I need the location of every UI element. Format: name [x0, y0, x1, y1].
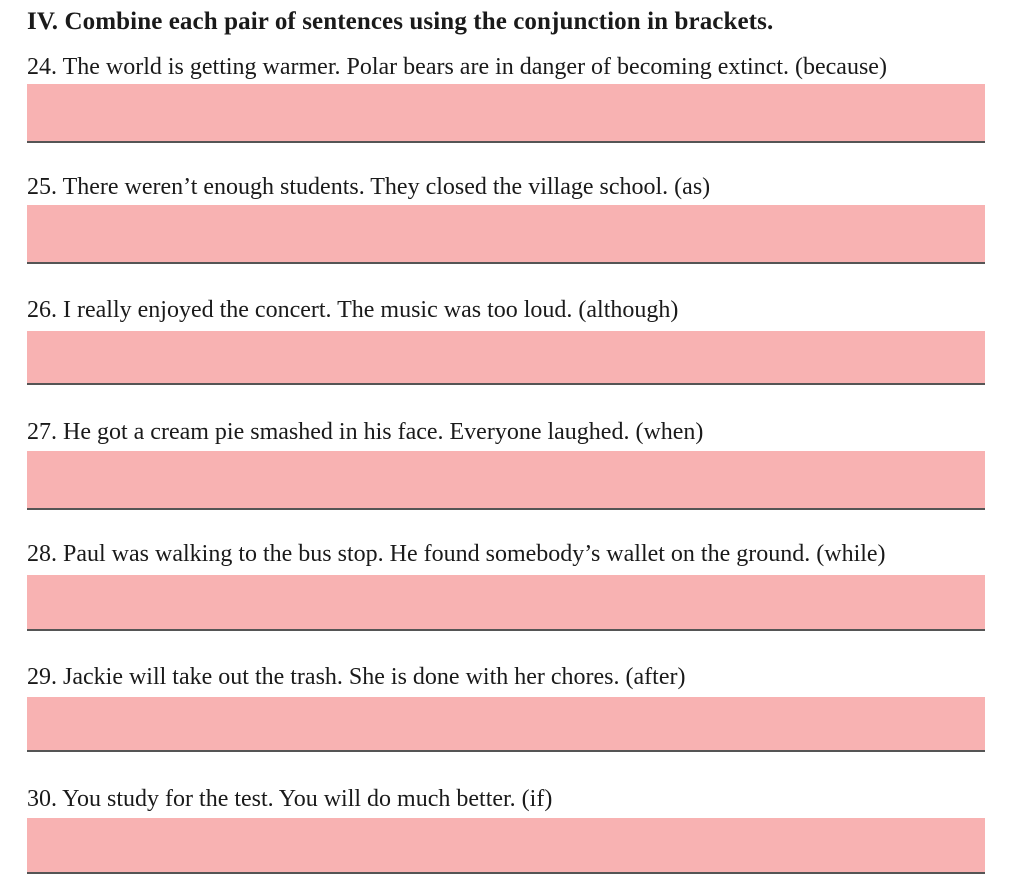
answer-line-27 [27, 508, 985, 510]
answer-box-26[interactable] [27, 331, 985, 384]
question-28: 28. Paul was walking to the bus stop. He… [27, 541, 886, 567]
answer-line-30 [27, 872, 985, 874]
question-29: 29. Jackie will take out the trash. She … [27, 664, 686, 690]
answer-box-25[interactable] [27, 205, 985, 262]
question-24: 24. The world is getting warmer. Polar b… [27, 54, 887, 80]
answer-line-26 [27, 383, 985, 385]
answer-line-25 [27, 262, 985, 264]
section-heading: IV. Combine each pair of sentences using… [27, 8, 774, 35]
answer-box-28[interactable] [27, 575, 985, 629]
answer-line-24 [27, 141, 985, 143]
answer-box-30[interactable] [27, 818, 985, 872]
answer-box-24[interactable] [27, 84, 985, 141]
answer-line-29 [27, 750, 985, 752]
answer-line-28 [27, 629, 985, 631]
answer-box-29[interactable] [27, 697, 985, 750]
question-26: 26. I really enjoyed the concert. The mu… [27, 297, 679, 323]
answer-box-27[interactable] [27, 451, 985, 508]
question-25: 25. There weren’t enough students. They … [27, 174, 711, 200]
question-30: 30. You study for the test. You will do … [27, 786, 553, 812]
question-27: 27. He got a cream pie smashed in his fa… [27, 419, 704, 445]
